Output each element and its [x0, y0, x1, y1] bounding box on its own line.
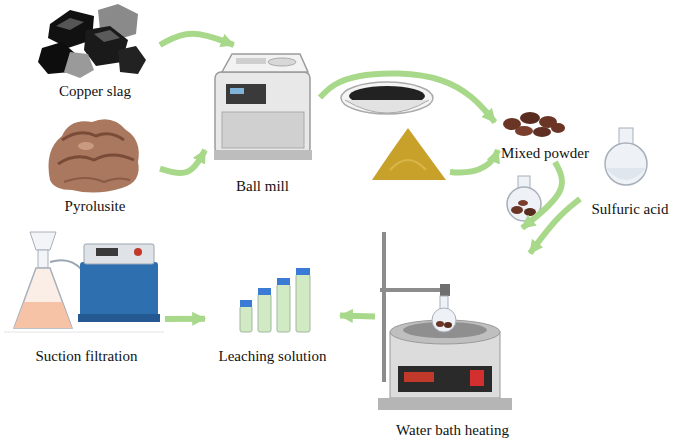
- ball-mill-illustration-part: [230, 88, 244, 94]
- ball-mill-illustration: [214, 54, 312, 160]
- black-powder-dish: [341, 82, 433, 114]
- suction-filtration-illustration: [14, 232, 160, 328]
- suction-filtration-illustration-part: [14, 302, 72, 328]
- ball-mill-illustration-part: [215, 72, 310, 154]
- water-bath-illustration-part: [470, 370, 484, 386]
- process-step: Ball mill: [205, 45, 320, 195]
- ball-mill-illustration-part: [236, 58, 266, 64]
- process-step: Leaching solution: [205, 262, 340, 365]
- water-bath-illustration-part: [380, 288, 446, 292]
- pyrolusite-illustration-part: [58, 155, 134, 164]
- flow-arrow: [320, 73, 495, 122]
- process-step: Copper slag: [30, 0, 160, 100]
- process-step: Mixed powder: [495, 105, 595, 162]
- suction-filtration-illustration-part: [14, 268, 72, 328]
- flow-arrow: [160, 34, 234, 45]
- process-step: Sulfuric acid: [580, 122, 680, 218]
- mixed-powder-beans-part: [551, 123, 565, 133]
- pyrolusite-illustration-part: [62, 133, 124, 140]
- reaction-flask: [507, 176, 541, 221]
- pyrolusite-illustration-part: [78, 142, 94, 150]
- mixed-powder-beans-part: [533, 127, 551, 137]
- sulfuric-acid-flask: [605, 128, 647, 185]
- water-bath-illustration-part: [382, 232, 386, 382]
- process-step: Water bath heating: [375, 228, 530, 439]
- pyrolusite-illustration-part: [64, 178, 130, 182]
- black-powder-dish-part: [341, 82, 433, 114]
- ball-mill-illustration-part: [226, 84, 266, 104]
- water-bath-illustration-part: [404, 372, 434, 382]
- flow-arrow: [165, 316, 205, 322]
- process-step: Pyrolusite: [30, 112, 160, 215]
- leaching-vials-part: [296, 274, 310, 332]
- flow-arrow: [450, 150, 498, 173]
- reaction-flask-part: [518, 200, 528, 206]
- water-bath-illustration: [378, 232, 512, 410]
- step-label: Pyrolusite: [65, 197, 126, 215]
- flow-arrow: [160, 150, 205, 173]
- copper-slag-illustration-part: [118, 46, 146, 74]
- yellow-powder-pile-part: [390, 160, 426, 170]
- step-label: Water bath heating: [396, 421, 509, 439]
- sulfuric-acid-flask-part: [605, 143, 647, 185]
- suction-filtration-illustration-part: [30, 232, 56, 250]
- step-label: Mixed powder: [501, 144, 589, 162]
- suction-filtration-illustration-part: [38, 250, 48, 268]
- reaction-flask-part: [507, 187, 541, 221]
- yellow-powder-pile-part: [372, 128, 446, 180]
- step-label: Sulfuric acid: [591, 200, 668, 218]
- copper-slag-illustration: [38, 4, 146, 78]
- flow-arrow: [340, 316, 375, 317]
- water-bath-illustration-part: [440, 284, 450, 296]
- water-bath-illustration-part: [436, 321, 444, 327]
- suction-filtration-illustration-part: [78, 314, 160, 322]
- sulfuric-acid-flask-part: [606, 168, 646, 180]
- water-bath-illustration-part: [378, 398, 512, 410]
- suction-filtration-illustration-part: [96, 248, 118, 256]
- ball-mill-illustration-part: [268, 58, 296, 66]
- water-bath-illustration-part: [444, 322, 452, 328]
- flow-arrow: [522, 162, 562, 228]
- flow-arrow: [530, 199, 580, 254]
- step-label: Leaching solution: [219, 347, 327, 365]
- table-line: [4, 332, 164, 333]
- leaching-vials-part: [258, 288, 271, 295]
- step-label: Ball mill: [236, 177, 289, 195]
- pyrolusite-illustration-part: [49, 119, 139, 192]
- suction-filtration-illustration-part: [84, 244, 154, 264]
- water-bath-illustration-part: [398, 366, 492, 392]
- suction-filtration-illustration-part: [50, 260, 82, 270]
- leaching-vials-part: [258, 294, 271, 332]
- ball-mill-illustration-part: [222, 112, 304, 148]
- leaching-vials-part: [240, 306, 252, 332]
- black-powder-dish-part: [345, 100, 429, 113]
- suction-filtration-illustration-part: [134, 248, 142, 256]
- leaching-vials-part: [277, 284, 290, 332]
- leaching-vials: [240, 268, 310, 332]
- water-bath-illustration-part: [432, 308, 456, 332]
- copper-slag-illustration-part: [94, 30, 120, 42]
- step-label: Suction filtration: [35, 347, 137, 365]
- leaching-vials-part: [240, 300, 252, 307]
- process-step: Suction filtration: [8, 212, 165, 365]
- leaching-vials-part: [296, 268, 310, 275]
- suction-filtration-illustration-part: [80, 262, 158, 316]
- step-label: Copper slag: [59, 82, 131, 100]
- mixed-powder-beans-part: [515, 126, 533, 136]
- mixed-powder-beans: [503, 112, 565, 137]
- copper-slag-illustration-part: [56, 18, 84, 30]
- ball-mill-illustration-part: [214, 150, 312, 160]
- mixed-powder-beans-part: [520, 112, 540, 124]
- reaction-flask-part: [524, 208, 536, 216]
- reaction-flask-part: [511, 206, 523, 214]
- ball-mill-illustration-part: [222, 54, 308, 72]
- yellow-powder-pile: [372, 128, 446, 180]
- leaching-vials-part: [277, 278, 290, 285]
- pyrolusite-illustration: [49, 119, 139, 192]
- copper-slag-illustration-part: [64, 52, 94, 78]
